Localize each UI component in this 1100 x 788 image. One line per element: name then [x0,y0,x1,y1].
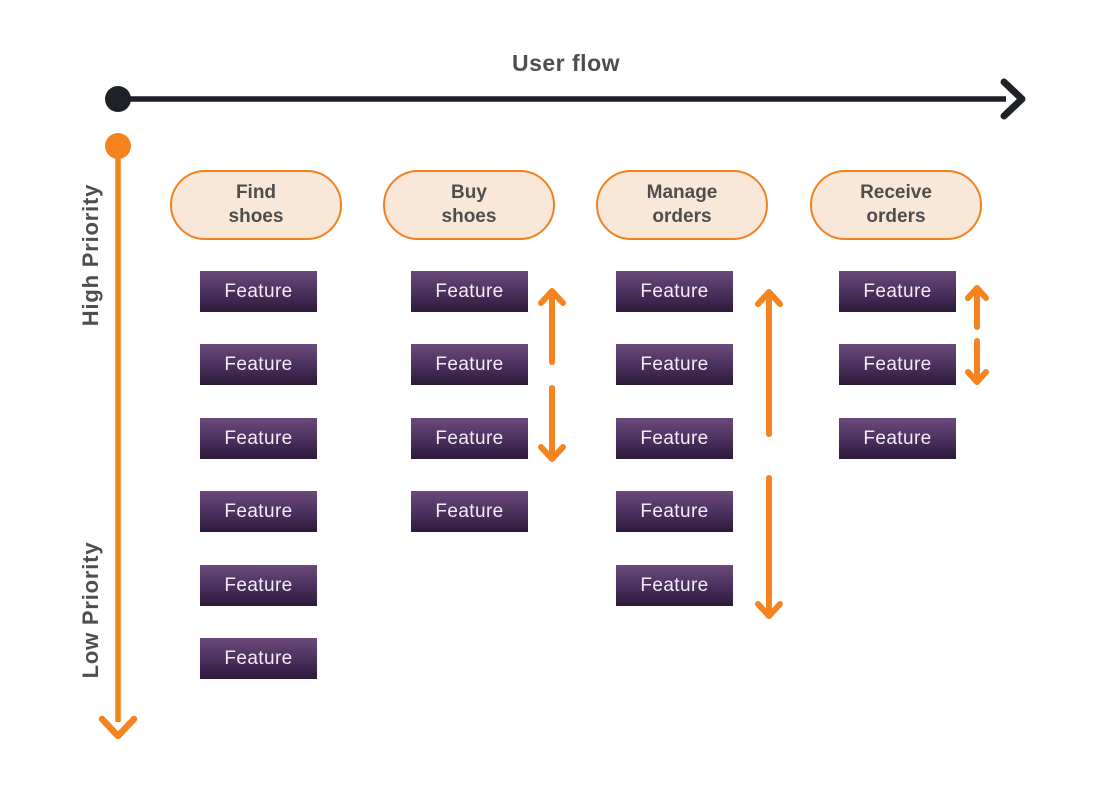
feature-card-find-shoes-3: Feature [200,418,317,459]
column-header-buy-shoes: Buy shoes [383,170,555,240]
feature-card-manage-orders-2: Feature [616,344,733,385]
feature-card-receive-orders-1: Feature [839,271,956,312]
arrow-receive-orders-down-icon [965,338,989,385]
high-priority-axis-label: High Priority [78,183,103,327]
feature-card-buy-shoes-3: Feature [411,418,528,459]
column-header-label: Find shoes [228,182,284,227]
vertical-axis [98,133,138,740]
column-header-receive-orders: Receive orders [810,170,982,240]
column-header-find-shoes: Find shoes [170,170,342,240]
horizontal-axis [105,78,1026,120]
feature-card-find-shoes-5: Feature [200,565,317,606]
vertical-axis-arrowhead-icon [98,715,138,740]
feature-card-buy-shoes-1: Feature [411,271,528,312]
feature-card-manage-orders-1: Feature [616,271,733,312]
feature-card-find-shoes-4: Feature [200,491,317,532]
arrow-buy-shoes-down-icon [538,385,566,462]
arrow-receive-orders-up-icon [965,285,989,330]
feature-card-manage-orders-4: Feature [616,491,733,532]
horizontal-axis-arrowhead-icon [1000,78,1026,120]
column-header-label: Manage orders [646,182,718,227]
feature-card-manage-orders-5: Feature [616,565,733,606]
feature-card-find-shoes-6: Feature [200,638,317,679]
feature-card-receive-orders-2: Feature [839,344,956,385]
user-flow-axis-title: User flow [511,50,621,76]
column-header-label: Receive orders [860,182,932,227]
arrow-manage-orders-up-icon [755,289,783,437]
arrow-manage-orders-down-icon [755,475,783,619]
column-header-label: Buy shoes [441,182,497,227]
horizontal-axis-dot [105,86,131,112]
feature-card-buy-shoes-2: Feature [411,344,528,385]
vertical-axis-dot [105,133,131,159]
low-priority-axis-label: Low Priority [78,541,103,679]
arrow-buy-shoes-up-icon [538,288,566,365]
feature-card-buy-shoes-4: Feature [411,491,528,532]
column-header-manage-orders: Manage orders [596,170,768,240]
feature-card-receive-orders-3: Feature [839,418,956,459]
feature-card-find-shoes-2: Feature [200,344,317,385]
feature-card-find-shoes-1: Feature [200,271,317,312]
feature-card-manage-orders-3: Feature [616,418,733,459]
